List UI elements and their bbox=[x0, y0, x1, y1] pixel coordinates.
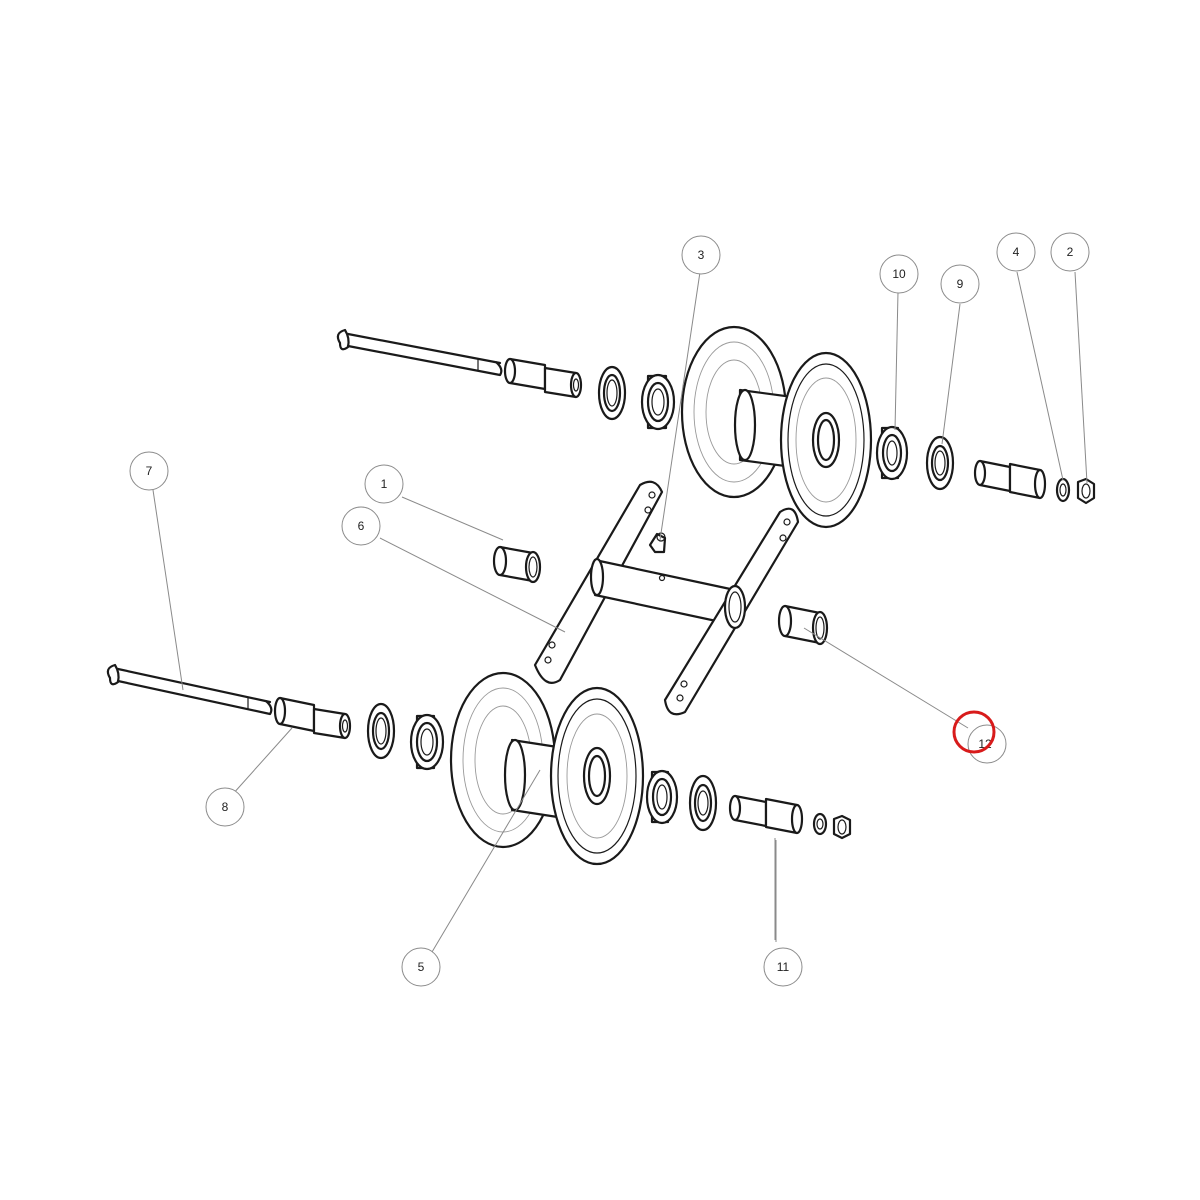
callout-bubbles: 3 4 2 10 9 7 1 6 bbox=[129, 232, 1090, 987]
bushing-right[interactable] bbox=[777, 604, 829, 646]
callout-7-label: 7 bbox=[146, 464, 153, 478]
center-arm-assembly bbox=[492, 480, 829, 716]
bushing-left[interactable] bbox=[492, 545, 542, 584]
callout-1[interactable]: 1 bbox=[364, 464, 404, 504]
callout-6-label: 6 bbox=[358, 519, 365, 533]
callout-11[interactable]: 11 bbox=[763, 947, 803, 987]
callout-8[interactable]: 8 bbox=[205, 787, 245, 827]
callout-10-label: 10 bbox=[892, 267, 906, 281]
upper-bearing-right[interactable] bbox=[875, 425, 909, 481]
callout-5[interactable]: 5 bbox=[401, 947, 441, 987]
upper-axle-assembly bbox=[336, 325, 1096, 529]
lower-bearing-left[interactable] bbox=[409, 713, 445, 771]
callout-9[interactable]: 9 bbox=[940, 264, 980, 304]
callout-3-label: 3 bbox=[698, 248, 705, 262]
callout-2[interactable]: 2 bbox=[1050, 232, 1090, 272]
lower-spacer-right[interactable] bbox=[728, 794, 804, 835]
upper-bearing-left[interactable] bbox=[640, 373, 676, 431]
lower-spacer-sleeve[interactable] bbox=[273, 696, 352, 740]
callout-2-label: 2 bbox=[1067, 245, 1074, 259]
upper-wheel-pair[interactable] bbox=[680, 325, 873, 529]
callout-4[interactable]: 4 bbox=[996, 232, 1036, 272]
lower-nut[interactable] bbox=[832, 814, 852, 840]
lower-bolt[interactable] bbox=[106, 663, 273, 716]
swing-arm-frame[interactable] bbox=[533, 480, 800, 716]
grease-fitting[interactable] bbox=[648, 532, 667, 554]
callout-5-label: 5 bbox=[418, 960, 425, 974]
upper-washer[interactable] bbox=[1055, 477, 1071, 503]
callout-3[interactable]: 3 bbox=[681, 235, 721, 275]
upper-nut[interactable] bbox=[1076, 477, 1096, 505]
lower-bearing-right[interactable] bbox=[645, 769, 679, 825]
upper-seal-right[interactable] bbox=[925, 435, 955, 491]
lower-wheel-pair[interactable] bbox=[449, 671, 645, 866]
callout-7[interactable]: 7 bbox=[129, 451, 169, 491]
upper-spacer-sleeve[interactable] bbox=[503, 357, 583, 399]
callout-11-label: 11 bbox=[777, 960, 790, 974]
highlight-ring bbox=[952, 710, 996, 754]
callout-6[interactable]: 6 bbox=[341, 506, 381, 546]
lower-axle-assembly bbox=[106, 663, 852, 866]
callout-4-label: 4 bbox=[1013, 245, 1020, 259]
callout-8-label: 8 bbox=[222, 800, 229, 814]
upper-seal-left[interactable] bbox=[597, 365, 627, 421]
lower-washer[interactable] bbox=[812, 812, 828, 836]
leader-lines bbox=[152, 271, 1088, 953]
upper-bolt[interactable] bbox=[336, 328, 503, 377]
lower-seal-left[interactable] bbox=[366, 702, 396, 760]
callout-1-label: 1 bbox=[381, 477, 388, 491]
callout-12[interactable]: 12 bbox=[967, 724, 1007, 764]
lower-seal-right[interactable] bbox=[688, 774, 718, 832]
upper-spacer-right[interactable] bbox=[973, 459, 1047, 500]
callout-9-label: 9 bbox=[957, 277, 964, 291]
callout-10[interactable]: 10 bbox=[879, 254, 919, 294]
